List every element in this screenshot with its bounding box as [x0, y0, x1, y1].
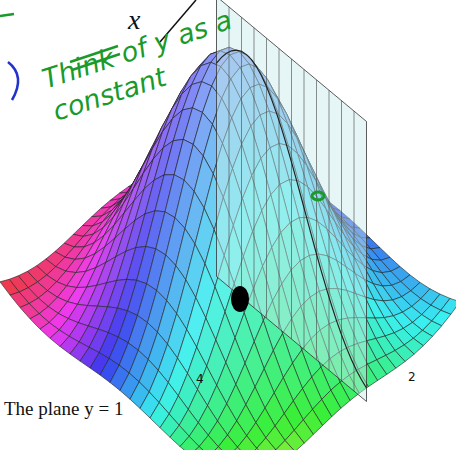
plane-grid [279, 49, 280, 329]
mesh-cell [199, 435, 218, 450]
plane-grid [341, 101, 342, 381]
tick-label: 2 [408, 370, 416, 384]
point-dot [312, 192, 324, 200]
mesh-cell [209, 447, 228, 450]
pen-bracket [8, 62, 18, 100]
plane-grid [254, 28, 255, 308]
mesh-cell [276, 441, 295, 450]
plane-face [217, 0, 367, 402]
caption-text: The plane y = 1 [4, 398, 123, 420]
vertical-plane [217, 0, 367, 402]
plane-grid [329, 90, 330, 370]
mesh-cell [180, 436, 199, 450]
mesh-cell [248, 448, 267, 450]
mesh-cell [218, 435, 237, 450]
plane-grid [266, 38, 267, 318]
pen-mark [0, 14, 14, 16]
mesh-cell [190, 447, 209, 450]
plane-grid [291, 59, 292, 339]
trace-curve [217, 50, 367, 388]
mesh-cell [228, 447, 247, 450]
plane-grid [316, 80, 317, 360]
plane-grid [354, 111, 355, 391]
mesh-cell [238, 436, 257, 450]
mesh-cell [257, 438, 276, 450]
plane-grid [241, 17, 242, 297]
point-dot [231, 286, 249, 312]
tick-label: 4 [196, 372, 204, 386]
